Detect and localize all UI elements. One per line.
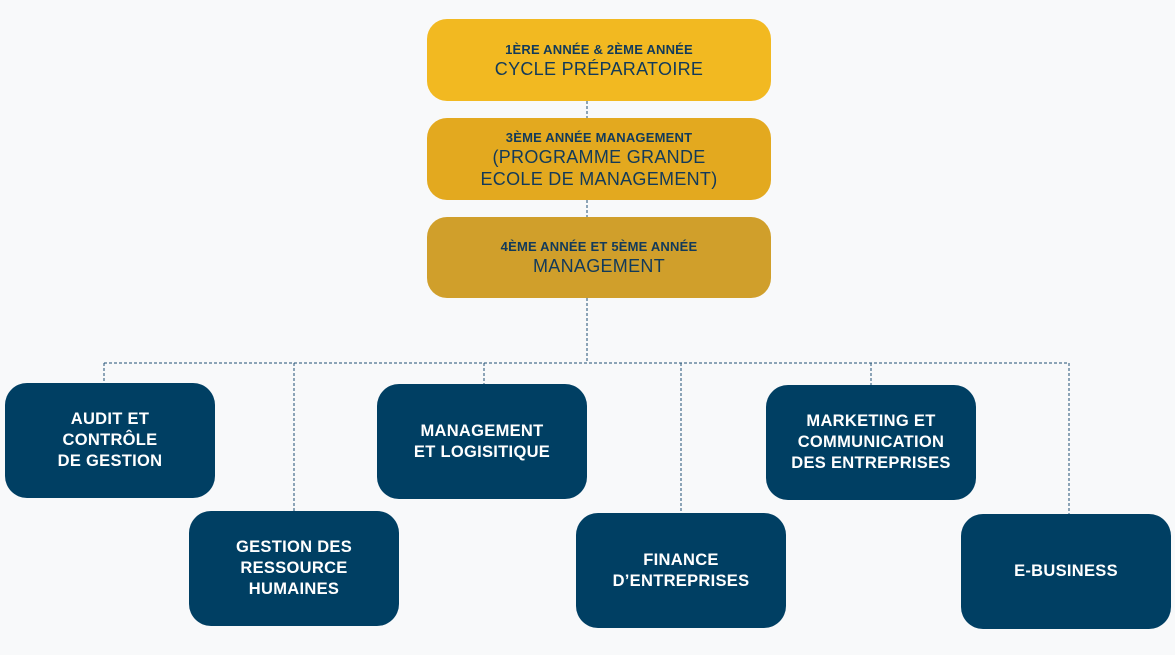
specialization-finance-entreprises: FINANCE D’ENTREPRISES xyxy=(576,513,786,628)
spec-label-line: GESTION DES xyxy=(235,538,353,556)
spec-label-line: DES ENTREPRISES xyxy=(791,454,951,472)
year-box-management: 4ÈME ANNÉE ET 5ÈME ANNÉE MANAGEMENT xyxy=(427,217,771,298)
specialization-e-business: E-BUSINESS xyxy=(961,514,1171,629)
year-box-preparatory-title: CYCLE PRÉPARATOIRE xyxy=(494,58,704,79)
spec-label-line: FINANCE xyxy=(643,550,719,569)
year-box-management-title: MANAGEMENT xyxy=(532,256,665,276)
specialization-management-logistique: MANAGEMENT ET LOGISITIQUE xyxy=(377,384,587,499)
spec-label-line: E-BUSINESS xyxy=(1014,562,1118,580)
spec-label-line: AUDIT ET xyxy=(70,410,150,428)
spec-label-line: COMMUNICATION xyxy=(797,433,945,451)
year-box-grande-ecole-subtitle: 3ÈME ANNÉE MANAGEMENT xyxy=(505,129,693,145)
year-box-grande-ecole: 3ÈME ANNÉE MANAGEMENT (PROGRAMME GRANDE … xyxy=(427,118,771,200)
specialization-marketing-communication: MARKETING ET COMMUNICATION DES ENTREPRIS… xyxy=(766,385,976,500)
year-box-grande-ecole-title-line-2: ECOLE DE MANAGEMENT) xyxy=(480,168,718,189)
spec-label-line: HUMAINES xyxy=(248,580,340,598)
spec-label-line: RESSOURCE xyxy=(240,559,348,577)
specialization-gestion-ressources-humaines: GESTION DES RESSOURCE HUMAINES xyxy=(189,511,399,626)
spec-label-line: CONTRÔLE xyxy=(62,431,158,449)
specialization-audit-controle-gestion: AUDIT ET CONTRÔLE DE GESTION xyxy=(5,383,215,498)
year-box-preparatory: 1ÈRE ANNÉE & 2ÈME ANNÉE CYCLE PRÉPARATOI… xyxy=(427,19,771,101)
year-box-management-subtitle: 4ÈME ANNÉE ET 5ÈME ANNÉE xyxy=(500,239,698,254)
spec-label-line: DE GESTION xyxy=(57,452,163,470)
spec-label-line: MANAGEMENT xyxy=(420,421,544,440)
year-box-preparatory-subtitle: 1ÈRE ANNÉE & 2ÈME ANNÉE xyxy=(505,41,693,57)
spec-label-line: MARKETING ET xyxy=(806,412,936,430)
spec-label-line: D’ENTREPRISES xyxy=(612,571,750,590)
year-box-grande-ecole-title-line-1: (PROGRAMME GRANDE xyxy=(492,146,706,167)
spec-label-line: ET LOGISITIQUE xyxy=(413,442,551,461)
